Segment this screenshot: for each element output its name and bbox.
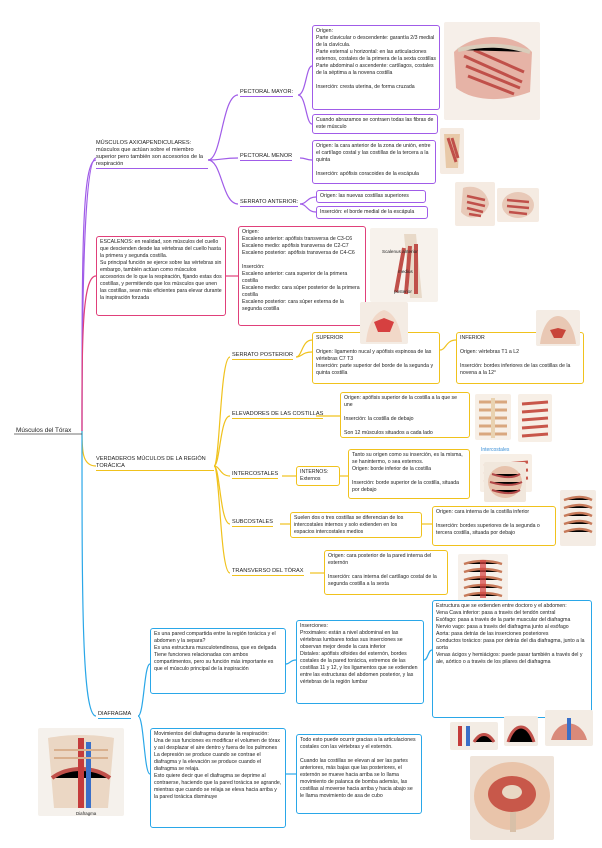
diafragma-estructuras[interactable]: Estructura que se extienden entre doctor…: [432, 600, 592, 718]
serrato-anterior-origin[interactable]: Origen: las nuevas costillas superiores: [316, 190, 426, 203]
subcostales-figure: [560, 490, 596, 546]
escalenos-figure-labels: Scalenus anterior medius posterior: [382, 237, 418, 307]
diafragma-movimientos[interactable]: Movimientos del diafragma durante la res…: [150, 728, 286, 828]
elevadores-detail[interactable]: Origen: apófisis superior de la costilla…: [340, 392, 470, 438]
escalenos-figure: [370, 228, 438, 302]
escalenos-description[interactable]: ESCALENOS: en realidad, son músculos del…: [96, 236, 226, 316]
pectoral-mayor-origin[interactable]: Origen: Parte clavicular o descendente: …: [312, 25, 440, 110]
serrato-anterior-topic[interactable]: SERRATO ANTERIOR:: [240, 199, 299, 207]
scalenus-medius-label: medius: [398, 269, 413, 274]
elevadores-figure-1: [475, 394, 511, 440]
axioapendiculares-topic[interactable]: MÚSCULOS AXIOAPENDICULARES: músculos que…: [96, 140, 208, 169]
diafragma-figure-label: Diafragma: [76, 811, 97, 816]
serrato-posterior-figure-1: [360, 302, 408, 344]
diafragma-figure-3: [504, 716, 538, 746]
intercostales-types[interactable]: INTERNOS: Externos: [296, 466, 340, 486]
serrato-anterior-figure-1: [455, 182, 495, 226]
diafragma-inserciones[interactable]: Inserciones: Proximales: están a nivel a…: [296, 620, 424, 704]
pectoral-mayor-topic[interactable]: PECTORAL MAYOR:: [240, 89, 294, 97]
scalenus-posterior-label: posterior: [394, 289, 412, 294]
diafragma-figure-1: [38, 728, 124, 816]
diafragma-figure-4: [545, 710, 593, 746]
intercostales-figure-2: [484, 462, 526, 502]
intercostales-topic[interactable]: INTERCOSTALES: [232, 471, 279, 479]
elevadores-figure-2: [518, 394, 552, 442]
pectoral-menor-topic[interactable]: PECTORAL MENOR: [240, 153, 293, 161]
root-topic[interactable]: Músculos del Tórax: [16, 427, 72, 434]
diafragma-costillas[interactable]: Todo esto puede ocurrir gracias a la art…: [296, 734, 422, 814]
transverso-figure: [458, 554, 508, 604]
elevadores-topic[interactable]: ELEVADORES DE LAS COSTILLAS: [232, 411, 324, 419]
transverso-topic[interactable]: TRANSVERSO DEL TÓRAX: [232, 568, 304, 576]
diafragma-figure-2: [450, 722, 498, 750]
pectoral-mayor-figure: [444, 22, 540, 120]
pectoral-menor-figure: [440, 128, 464, 174]
pectoral-menor-detail[interactable]: Origen: la cara anterior de la zona de u…: [312, 140, 436, 184]
scalenus-anterior-label: Scalenus anterior: [382, 249, 418, 254]
diafragma-figure-5: [470, 756, 554, 840]
intercostales-detail[interactable]: Tanto su origen como su inserción, es la…: [348, 449, 470, 499]
diafragma-topic[interactable]: DIAFRAGMA: [98, 711, 132, 719]
subcostales-description[interactable]: Suelen dos o tres costillas se diferenci…: [290, 512, 422, 538]
subcostales-topic[interactable]: SUBCOSTALES: [232, 519, 273, 527]
serrato-anterior-figure-2: [497, 188, 539, 222]
escalenos-detail[interactable]: Origen: Escaleno anterior: apófisis tran…: [238, 226, 366, 326]
transverso-detail[interactable]: Origen: cara posterior de la pared inter…: [324, 550, 448, 595]
serrato-posterior-topic[interactable]: SERRATO POSTERIOR: [232, 352, 294, 360]
diafragma-description[interactable]: Es una pared compartida entre la región …: [150, 628, 286, 694]
intercostales-figure-label: Intercostales: [481, 447, 510, 453]
serrato-anterior-insertion[interactable]: Inserción: el borde medial de la escápul…: [316, 206, 428, 219]
serrato-posterior-figure-2: [536, 310, 580, 346]
pectoral-mayor-note[interactable]: Cuando abrazamos se contraen todas las f…: [312, 114, 438, 134]
subcostales-detail[interactable]: Origen: cara interna de la costilla infe…: [432, 506, 556, 546]
verdaderos-topic[interactable]: VERDADEROS MÚCULOS DE LA REGIÓN TORÁCICA: [96, 456, 214, 471]
